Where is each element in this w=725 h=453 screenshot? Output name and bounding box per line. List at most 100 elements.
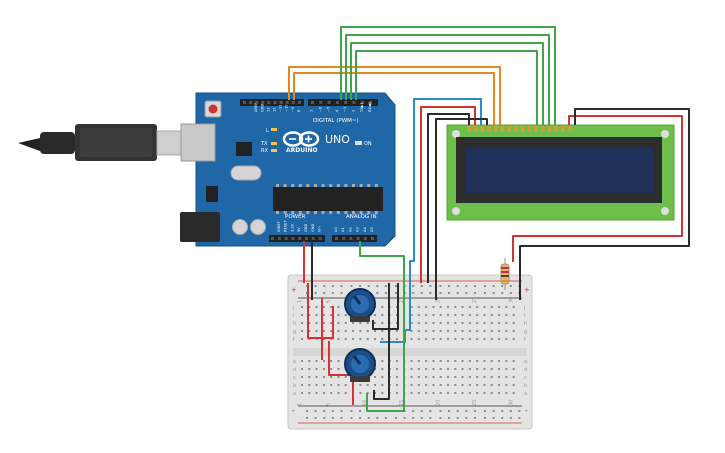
bb-hole [412, 285, 415, 287]
pin-hole [271, 237, 274, 240]
wire-green-1 [340, 26, 556, 125]
bb-hole [473, 285, 476, 287]
pin-hole [344, 101, 348, 104]
bb-hole [483, 376, 486, 378]
chip-pin [291, 211, 295, 214]
bb-hole [395, 368, 398, 370]
chip-pin [367, 211, 371, 214]
chip-pin [283, 211, 287, 214]
bb-hole [359, 338, 362, 340]
bb-hole [468, 306, 471, 308]
bb-hole [410, 392, 413, 394]
bb-hole [447, 322, 449, 324]
digital-pin-label: 7 [310, 110, 314, 112]
bb-hole [490, 330, 493, 332]
bb-hole [314, 410, 317, 412]
bb-hole [439, 314, 442, 316]
bb-hole [490, 384, 493, 386]
bb-hole [429, 292, 432, 294]
bb-hole [490, 306, 493, 308]
bb-hole [381, 384, 384, 386]
bb-hole [505, 306, 508, 308]
bb-hole [492, 292, 495, 294]
pin-hole [311, 237, 315, 240]
bb-hole [420, 292, 423, 294]
bb-hole [425, 368, 428, 370]
bb-row-letter: i [524, 313, 525, 319]
bb-hole [454, 338, 457, 340]
bb-hole [454, 314, 457, 316]
bb-hole [315, 322, 318, 324]
bb-hole [473, 410, 476, 412]
bb-hole [512, 368, 515, 370]
bb-hole [484, 285, 486, 287]
bb-hole [498, 306, 501, 308]
lcd-pin [513, 126, 518, 132]
bb-hole [425, 384, 428, 386]
bb-hole [337, 376, 340, 378]
bb-hole [322, 392, 325, 394]
bb-col-number: 15 [399, 400, 405, 406]
reset-button[interactable] [204, 100, 222, 118]
lcd-screen [466, 148, 653, 193]
bb-hole [483, 338, 486, 340]
bb-hole [456, 292, 459, 294]
bb-hole [395, 322, 398, 324]
bb-hole [420, 417, 423, 419]
chip-pin [374, 184, 378, 187]
pin-hole [305, 237, 308, 240]
bb-hole [439, 338, 442, 340]
usb-cable [18, 124, 198, 161]
bb-hole [308, 392, 311, 394]
bb-hole [331, 417, 334, 419]
bb-hole [337, 338, 340, 340]
bb-hole [476, 322, 479, 324]
bb-hole [412, 292, 415, 294]
bb-hole [308, 330, 311, 332]
bb-hole [498, 360, 501, 362]
bb-hole [512, 392, 515, 394]
bb-row-letter: e [524, 359, 527, 365]
chip-pin [306, 211, 310, 214]
wire-red-pot1 [307, 283, 334, 339]
bb-hole [395, 292, 397, 294]
rail-plus-top-right: + [524, 286, 530, 294]
potentiometer-1[interactable] [344, 288, 376, 322]
chip-pin [298, 184, 302, 187]
potentiometer-2[interactable] [344, 348, 376, 382]
bb-hole [374, 384, 376, 386]
bb-hole [448, 410, 451, 412]
rail-minus-bottom-right: - [525, 407, 528, 415]
wires [288, 26, 690, 412]
bb-hole [448, 417, 451, 419]
pin-hole [319, 101, 323, 104]
bb-hole [447, 338, 449, 340]
led-rx-label: RX [261, 148, 268, 154]
bb-hole [359, 322, 362, 324]
bb-row-letter: j [292, 305, 294, 311]
bb-hole [492, 285, 495, 287]
bb-hole [315, 368, 318, 370]
bb-hole [381, 306, 384, 308]
chip-pin [352, 184, 355, 187]
bb-hole [454, 330, 457, 332]
bb-hole [432, 330, 435, 332]
wire-red-pot2 [328, 341, 354, 405]
bb-hole [301, 338, 303, 340]
bb-hole [367, 285, 370, 287]
bb-hole [410, 314, 413, 316]
bb-col-number: 25 [472, 297, 478, 303]
power-pin-label: GND [304, 224, 308, 232]
lcd-pin [487, 126, 492, 132]
bb-hole [412, 410, 415, 412]
chip-pin [336, 184, 340, 187]
bb-hole [322, 322, 325, 324]
bb-hole [417, 338, 420, 340]
bb-hole [505, 376, 508, 378]
bb-hole [315, 392, 318, 394]
bb-hole [498, 314, 501, 316]
bb-hole [395, 306, 398, 308]
wire-green-3 [350, 42, 544, 125]
power-pin-label: 5V [297, 227, 301, 232]
bb-hole [456, 285, 459, 287]
